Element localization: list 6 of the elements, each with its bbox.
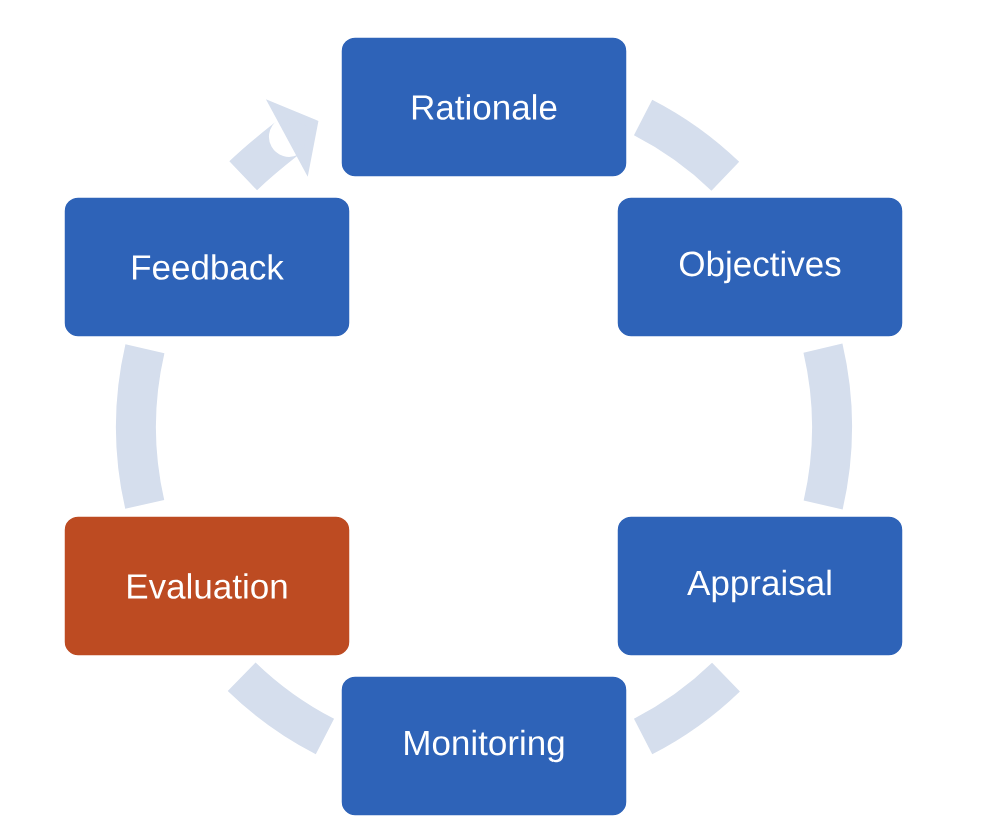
- process-box: Rationale: [340, 36, 628, 178]
- process-box: Objectives: [616, 196, 904, 338]
- process-box: Feedback: [63, 196, 351, 338]
- process-box: Appraisal: [616, 515, 904, 657]
- process-box: Evaluation: [63, 515, 351, 657]
- process-box: Monitoring: [340, 675, 628, 817]
